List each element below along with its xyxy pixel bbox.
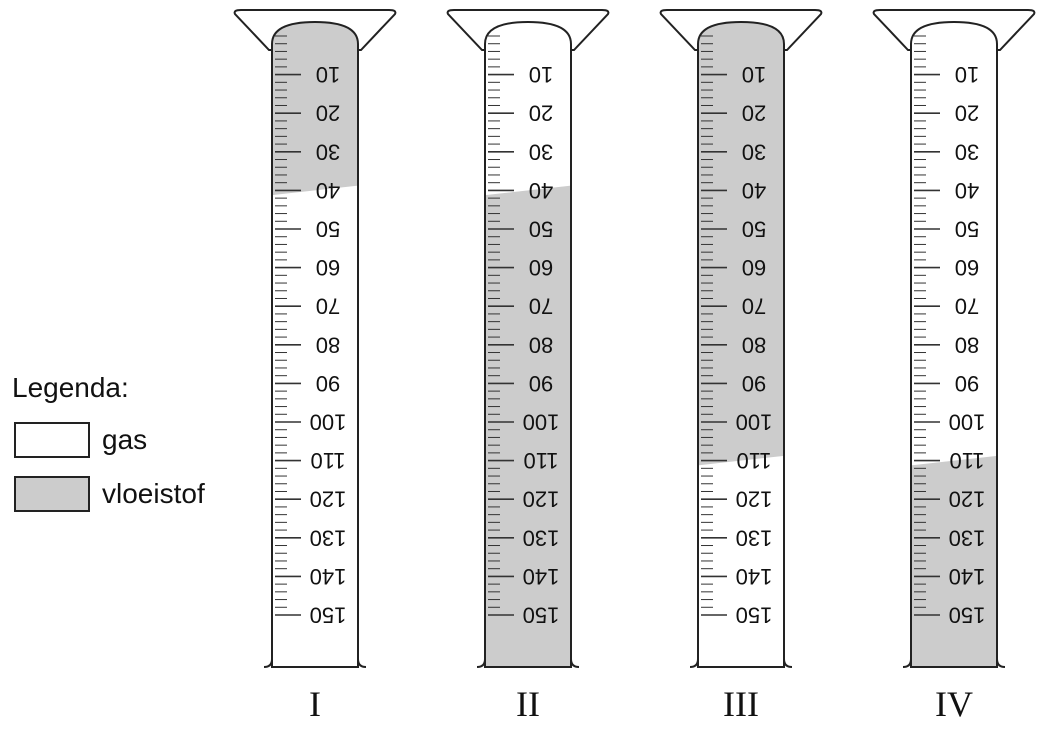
scale-label: 60	[529, 255, 553, 280]
scale-label: 50	[955, 217, 979, 242]
scale-label: 50	[316, 217, 340, 242]
tube-outline	[910, 20, 998, 668]
scale-label: 150	[736, 603, 773, 628]
legend-label-liquid: vloeistof	[102, 478, 205, 509]
scale-label: 130	[949, 525, 986, 550]
scale-label: 80	[955, 332, 979, 357]
scale-label: 40	[316, 178, 340, 203]
scale-label: 150	[949, 603, 986, 628]
legend-swatch-liquid	[14, 476, 90, 512]
scale-label: 70	[742, 294, 766, 319]
scale-label: 70	[529, 294, 553, 319]
tube-foot-right	[570, 658, 580, 668]
tube-liquid-fill	[272, 22, 358, 196]
tube-foot-left	[902, 658, 912, 668]
cylinder-label: I	[309, 684, 321, 724]
tube-liquid-fill	[485, 185, 571, 667]
scale-label: 80	[529, 332, 553, 357]
scale-label: 100	[949, 410, 986, 435]
scale-label: 70	[316, 294, 340, 319]
tube-liquid-fill	[911, 455, 997, 667]
tube-foot-right	[357, 658, 367, 668]
scale-label: 90	[742, 371, 766, 396]
legend-swatch-gas	[14, 422, 90, 458]
scale-label: 30	[742, 139, 766, 164]
scale-label: 150	[523, 603, 560, 628]
tube-outline	[484, 20, 572, 668]
scale-label: 10	[955, 62, 979, 87]
tube-outline	[271, 20, 359, 668]
scale-label: 110	[949, 448, 984, 473]
scale-label: 130	[310, 525, 347, 550]
scale-label: 20	[316, 101, 340, 126]
cylinder-label: II	[516, 684, 540, 724]
scale-label: 40	[955, 178, 979, 203]
scale-label: 60	[955, 255, 979, 280]
scale-label: 10	[742, 62, 766, 87]
scale-label: 30	[955, 139, 979, 164]
scale-label: 20	[529, 101, 553, 126]
legend-label-gas: gas	[102, 424, 148, 455]
scale-label: 110	[736, 448, 771, 473]
scale-label: 140	[310, 564, 347, 589]
tube-liquid-fill	[698, 22, 784, 466]
legend-item-gas: gas	[14, 420, 147, 460]
scale-label: 70	[955, 294, 979, 319]
scale-label: 100	[310, 410, 347, 435]
cylinder-label: IV	[935, 684, 973, 724]
scale-label: 10	[316, 62, 340, 87]
tube-outline	[697, 20, 785, 668]
scale-label: 100	[736, 410, 773, 435]
scale-label: 30	[316, 139, 340, 164]
legend-title: Legenda:	[12, 372, 129, 403]
scale-label: 140	[523, 564, 560, 589]
scale-label: 60	[742, 255, 766, 280]
scale-label: 130	[736, 525, 773, 550]
tube-foot-right	[783, 658, 793, 668]
scale-label: 90	[316, 371, 340, 396]
scale-label: 40	[742, 178, 766, 203]
scale-label: 130	[523, 525, 560, 550]
scale-label: 10	[529, 62, 553, 87]
scale-label: 90	[529, 371, 553, 396]
scale-label: 20	[955, 101, 979, 126]
scale-label: 120	[523, 487, 560, 512]
legend-item-liquid: vloeistof	[14, 474, 205, 514]
scale-label: 140	[949, 564, 986, 589]
tube-foot-left	[476, 658, 486, 668]
scale-label: 40	[529, 178, 553, 203]
scale-label: 110	[523, 448, 558, 473]
scale-label: 90	[955, 371, 979, 396]
scale-label: 120	[310, 487, 347, 512]
scale-label: 150	[310, 603, 347, 628]
tube-foot-left	[263, 658, 273, 668]
scale-label: 30	[529, 139, 553, 164]
scale-label: 50	[742, 217, 766, 242]
tube-foot-right	[996, 658, 1006, 668]
scale-label: 80	[316, 332, 340, 357]
scale-label: 60	[316, 255, 340, 280]
scale-label: 110	[310, 448, 345, 473]
scale-label: 80	[742, 332, 766, 357]
scale-label: 120	[736, 487, 773, 512]
tube-foot-left	[689, 658, 699, 668]
scale-label: 120	[949, 487, 986, 512]
cylinder-label: III	[723, 684, 759, 724]
scale-label: 50	[529, 217, 553, 242]
scale-label: 140	[736, 564, 773, 589]
scale-label: 100	[523, 410, 560, 435]
scale-label: 20	[742, 101, 766, 126]
